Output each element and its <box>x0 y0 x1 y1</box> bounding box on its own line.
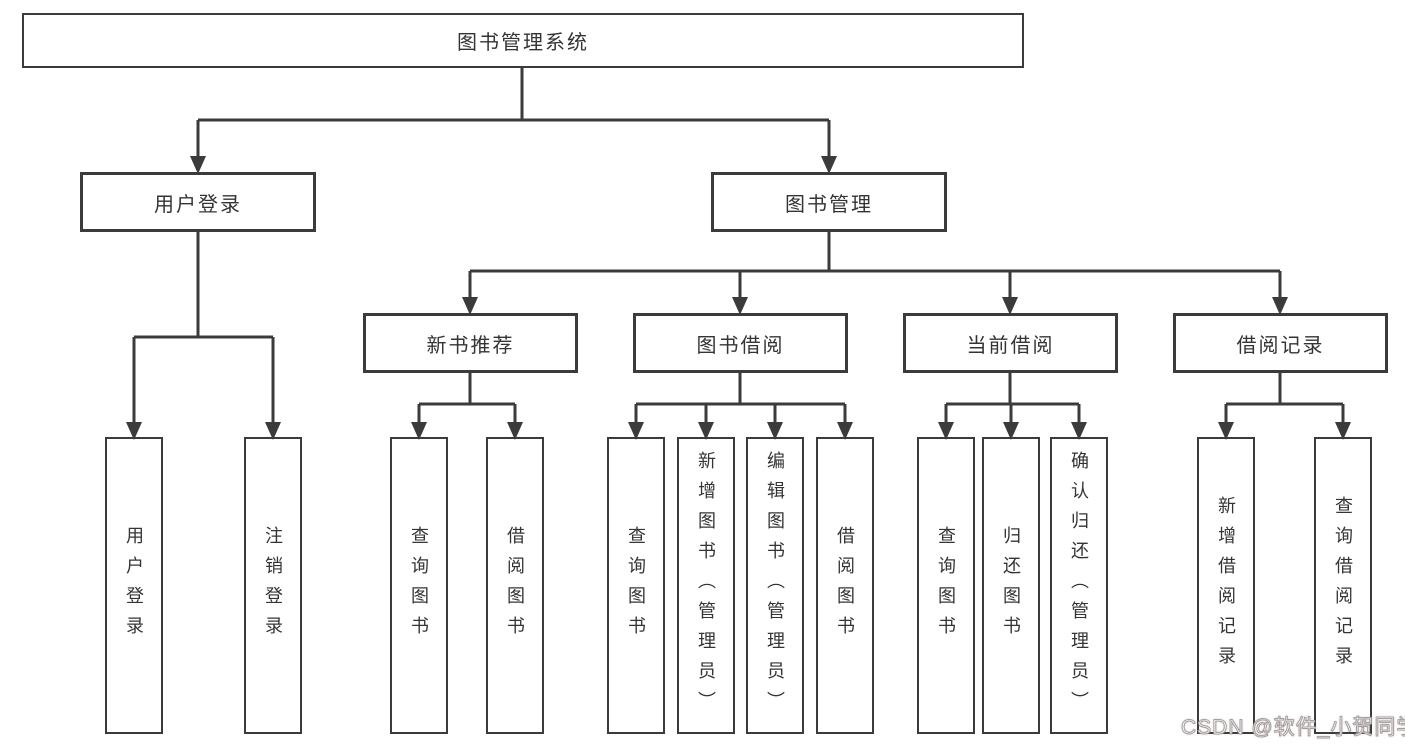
leaf-query-borrow-record: 查询借阅记录 <box>1314 437 1372 734</box>
leaf-query-books-recommend-label: 查询图书 <box>409 525 429 646</box>
leaf-logout-label: 注销登录 <box>263 525 283 646</box>
node-book-management: 图书管理 <box>711 172 947 232</box>
leaf-query-books-borrow-label: 查询图书 <box>626 525 646 646</box>
leaf-borrow-books-recommend: 借阅图书 <box>486 437 544 734</box>
node-user-login: 用户登录 <box>80 172 316 232</box>
leaf-confirm-return-admin-label: 确认归还（管理员） <box>1069 450 1089 721</box>
leaf-return-books: 归还图书 <box>982 437 1040 734</box>
leaf-borrow-books-recommend-label: 借阅图书 <box>505 525 525 646</box>
leaf-user-login: 用户登录 <box>105 437 163 734</box>
node-borrowing-records-label: 借阅记录 <box>1236 334 1325 357</box>
node-book-borrowing-label: 图书借阅 <box>696 334 785 357</box>
node-book-borrowing: 图书借阅 <box>633 313 848 373</box>
node-current-borrowing-label: 当前借阅 <box>966 334 1055 357</box>
leaf-edit-books-admin-label: 编辑图书（管理员） <box>765 450 785 721</box>
leaf-query-books-borrow: 查询图书 <box>607 437 665 734</box>
node-current-borrowing: 当前借阅 <box>903 313 1118 373</box>
node-user-login-label: 用户登录 <box>154 193 242 216</box>
leaf-query-books-current-label: 查询图书 <box>936 525 956 646</box>
leaf-borrow-books: 借阅图书 <box>816 437 874 734</box>
node-borrowing-records: 借阅记录 <box>1173 313 1388 373</box>
leaf-add-books-admin-label: 新增图书（管理员） <box>696 450 716 721</box>
leaf-logout: 注销登录 <box>244 437 302 734</box>
node-new-book-recommendation-label: 新书推荐 <box>426 334 515 357</box>
leaf-query-books-current: 查询图书 <box>917 437 975 734</box>
node-book-management-label: 图书管理 <box>785 193 873 216</box>
node-library-management-system-label: 图书管理系统 <box>457 32 589 54</box>
leaf-add-borrow-record-label: 新增借阅记录 <box>1216 495 1236 676</box>
watermark-text: CSDN @软件_小贺同学 <box>1180 716 1405 740</box>
leaf-query-borrow-record-label: 查询借阅记录 <box>1333 495 1353 676</box>
node-new-book-recommendation: 新书推荐 <box>363 313 578 373</box>
leaf-confirm-return-admin: 确认归还（管理员） <box>1050 437 1108 734</box>
leaf-query-books-recommend: 查询图书 <box>390 437 448 734</box>
leaf-add-borrow-record: 新增借阅记录 <box>1197 437 1255 734</box>
leaf-borrow-books-label: 借阅图书 <box>835 525 855 646</box>
leaf-user-login-label: 用户登录 <box>124 525 144 646</box>
leaf-return-books-label: 归还图书 <box>1001 525 1021 646</box>
leaf-add-books-admin: 新增图书（管理员） <box>677 437 735 734</box>
node-library-management-system: 图书管理系统 <box>22 13 1024 68</box>
leaf-edit-books-admin: 编辑图书（管理员） <box>746 437 804 734</box>
